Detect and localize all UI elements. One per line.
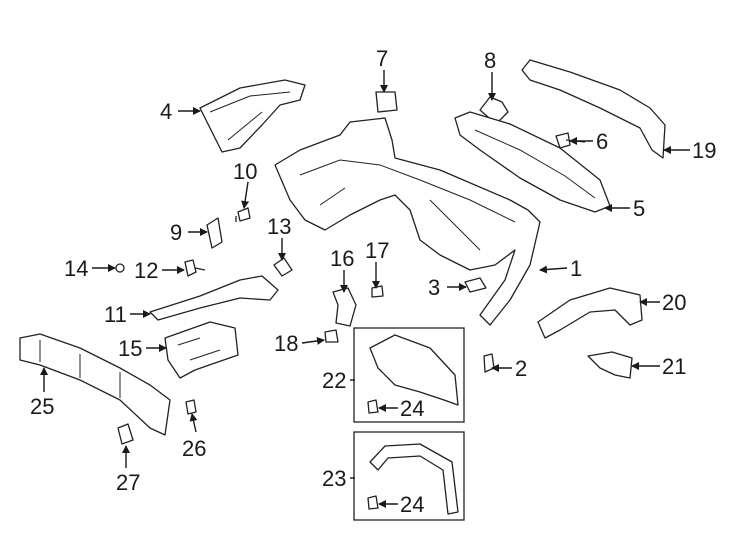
callout-18: 18 bbox=[274, 331, 298, 356]
callout-22: 22 bbox=[322, 368, 346, 393]
callout-11: 11 bbox=[104, 302, 127, 327]
callout-9: 9 bbox=[170, 220, 182, 245]
callout-20: 20 bbox=[662, 290, 686, 315]
callout-8: 8 bbox=[484, 48, 496, 73]
part-13-shape bbox=[273, 257, 293, 277]
callout-14: 14 bbox=[64, 256, 88, 281]
callout-3: 3 bbox=[428, 275, 440, 300]
part-20-shape bbox=[537, 287, 643, 339]
callout-17: 17 bbox=[365, 238, 389, 263]
callout-13: 13 bbox=[267, 214, 291, 239]
part-27-shape bbox=[117, 423, 134, 445]
part-18-shape bbox=[324, 329, 339, 343]
part-2-shape bbox=[483, 353, 495, 373]
part-24-shape-a bbox=[367, 399, 379, 414]
callout-16: 16 bbox=[330, 246, 354, 271]
part-1-shape bbox=[274, 117, 541, 326]
callout-21: 21 bbox=[662, 354, 686, 379]
part-5-shape bbox=[454, 111, 611, 213]
part-10-shape bbox=[235, 207, 251, 222]
callout-19: 19 bbox=[692, 138, 716, 163]
part-15-shape bbox=[164, 321, 239, 379]
callout-15: 15 bbox=[118, 336, 142, 361]
callout-4: 4 bbox=[160, 99, 172, 124]
callout-24-a: 24 bbox=[400, 396, 424, 421]
part-3-shape bbox=[464, 277, 487, 293]
part-19-shape bbox=[521, 59, 666, 159]
part-4-shape bbox=[199, 79, 306, 153]
part-7-shape bbox=[375, 91, 398, 113]
part-21-shape bbox=[587, 351, 633, 379]
callout-27: 27 bbox=[116, 470, 140, 495]
callout-12: 12 bbox=[134, 258, 158, 283]
part-24-shape-b bbox=[367, 495, 379, 510]
part-14-shape bbox=[115, 263, 125, 273]
callout-7: 7 bbox=[376, 46, 388, 71]
callout-26: 26 bbox=[182, 436, 206, 461]
part-17-shape bbox=[371, 285, 384, 298]
part-26-shape bbox=[185, 399, 197, 415]
callout-23: 23 bbox=[322, 466, 346, 491]
callout-6: 6 bbox=[596, 129, 608, 154]
part-12-shape bbox=[184, 259, 206, 277]
callout-5: 5 bbox=[633, 196, 645, 221]
inset-box-22 bbox=[353, 327, 465, 423]
part-9-shape bbox=[206, 217, 223, 249]
callout-2: 2 bbox=[515, 356, 527, 381]
inset-box-23 bbox=[353, 431, 465, 521]
callout-25: 25 bbox=[30, 394, 54, 419]
part-25-shape bbox=[19, 333, 171, 436]
callout-10: 10 bbox=[233, 159, 257, 184]
callout-24-b: 24 bbox=[400, 492, 424, 517]
callout-1: 1 bbox=[570, 256, 582, 281]
part-11-shape bbox=[149, 275, 279, 321]
part-16-shape bbox=[332, 287, 357, 327]
